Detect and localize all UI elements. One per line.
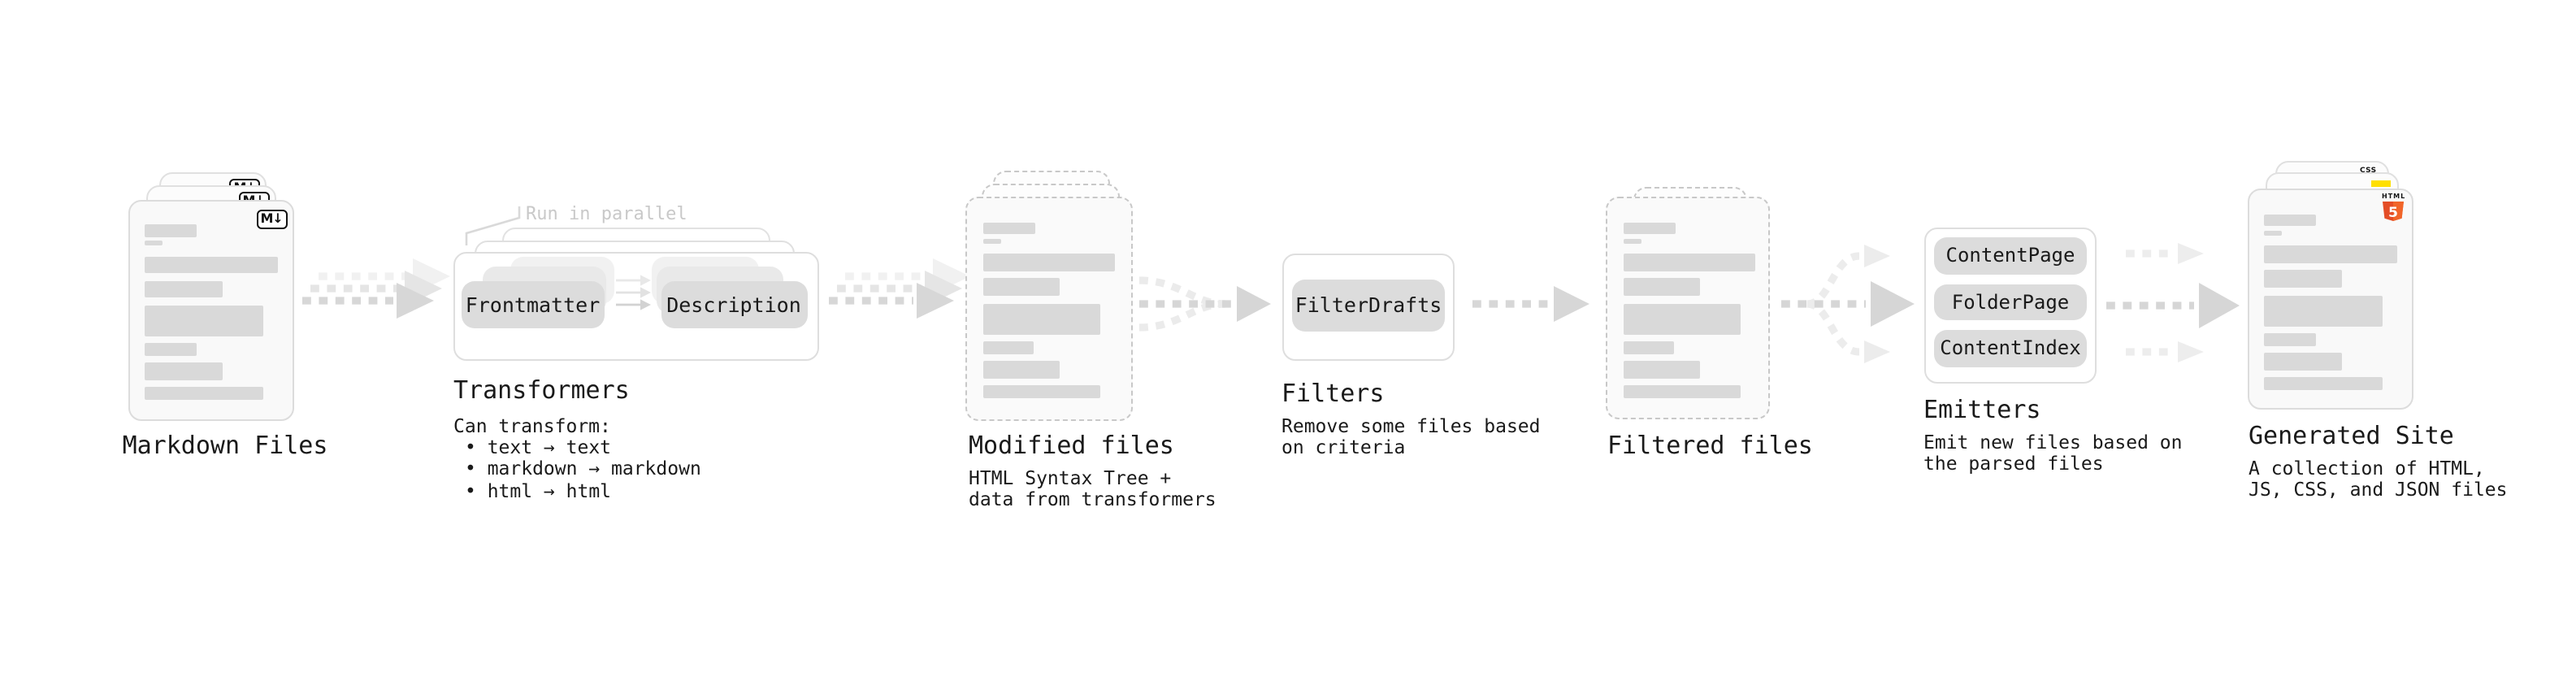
skeleton-line — [982, 254, 1115, 271]
document-skeleton — [967, 198, 1130, 419]
filtered-files-title: Filtered files — [1607, 430, 1813, 459]
skeleton-line — [1623, 278, 1700, 295]
description-box: Description — [661, 280, 807, 327]
file-card-front — [965, 197, 1132, 420]
skeleton-line — [2264, 230, 2282, 235]
filters-title: Filters — [1281, 378, 1385, 407]
text-line: JS, CSS, and JSON files — [2249, 478, 2508, 501]
flow-arrow-modified-to-filters — [1138, 276, 1271, 332]
skeleton-line — [982, 303, 1100, 334]
skeleton-line — [145, 224, 197, 236]
text-line: • html → html — [465, 479, 612, 502]
text-line: data from transformers — [969, 488, 1216, 511]
annotation-leader-line — [465, 206, 521, 245]
file-card-front: HTML 5 — [2247, 189, 2413, 409]
markdown-badge-icon: M↓ — [256, 209, 287, 228]
transformers-description: Can transform: • text → text • markdown … — [453, 414, 701, 502]
text-line: HTML Syntax Tree + — [969, 466, 1172, 489]
text-line: Remove some files based — [1281, 414, 1541, 437]
skeleton-line — [982, 238, 1000, 243]
document-skeleton — [1607, 198, 1768, 417]
filters-description: Remove some files based on criteria — [1281, 414, 1541, 460]
file-card-front: M↓ — [128, 199, 294, 421]
flow-arrow-markdown-to-transformers — [302, 258, 450, 319]
text-line: • markdown → markdown — [465, 457, 701, 480]
folderpage-box: FolderPage — [1934, 284, 2087, 320]
frontmatter-box: Frontmatter — [462, 280, 604, 327]
html5-badge-icon: HTML 5 — [2382, 192, 2406, 222]
skeleton-line — [145, 362, 222, 380]
css-badge-label: CSS — [2360, 167, 2377, 176]
document-skeleton — [2249, 190, 2412, 407]
skeleton-line — [145, 343, 196, 356]
generated-site-description: A collection of HTML, JS, CSS, and JSON … — [2249, 457, 2508, 502]
html5-shield-icon: 5 — [2383, 202, 2404, 222]
skeleton-line — [2264, 332, 2315, 345]
skeleton-line — [982, 222, 1034, 234]
skeleton-line — [2264, 245, 2396, 262]
flow-arrow-emitters-to-generated — [2106, 243, 2240, 362]
flow-arrow-transformers-to-modified — [829, 258, 970, 319]
skeleton-line — [1623, 384, 1741, 397]
skeleton-line — [1623, 340, 1674, 354]
run-in-parallel-annotation: Run in parallel — [526, 202, 687, 223]
markdown-files-title: Markdown Files — [122, 431, 328, 460]
modified-files-title: Modified files — [969, 431, 1174, 460]
text-line: • text → text — [465, 435, 612, 458]
skeleton-line — [2264, 376, 2382, 389]
contentindex-box: ContentIndex — [1934, 330, 2087, 367]
skeleton-line — [1623, 254, 1755, 271]
file-card-front — [1606, 197, 1770, 419]
emitters-description: Emit new files based on the parsed files — [1923, 431, 2183, 476]
flow-arrow-filters-to-filtered — [1472, 286, 1589, 322]
html5-badge-label: HTML — [2382, 192, 2406, 200]
text-line: the parsed files — [1923, 452, 2104, 475]
skeleton-line — [1623, 360, 1700, 378]
skeleton-line — [1623, 238, 1641, 243]
svg-text:5: 5 — [2388, 205, 2398, 221]
text-line: Emit new files based on — [1923, 431, 2183, 453]
skeleton-line — [145, 280, 222, 297]
document-skeleton — [129, 201, 293, 419]
text-line: A collection of HTML, — [2249, 457, 2485, 479]
parallel-arrows-icon — [616, 275, 651, 310]
skeleton-line — [982, 384, 1100, 397]
skeleton-line — [1623, 222, 1675, 234]
skeleton-line — [145, 241, 163, 245]
skeleton-line — [982, 340, 1034, 354]
skeleton-line — [145, 306, 262, 336]
modified-files-description: HTML Syntax Tree + data from transformer… — [969, 466, 1216, 512]
skeleton-line — [1623, 303, 1741, 334]
skeleton-line — [2264, 270, 2341, 287]
skeleton-line — [145, 387, 262, 400]
emitters-title: Emitters — [1923, 394, 2041, 423]
text-line: on criteria — [1281, 436, 1406, 459]
js-badge-icon — [2371, 180, 2391, 187]
skeleton-line — [2264, 214, 2316, 226]
skeleton-line — [2264, 352, 2341, 370]
filterdrafts-box: FilterDrafts — [1292, 279, 1445, 331]
contentpage-box: ContentPage — [1934, 237, 2087, 274]
text-line: Can transform: — [453, 414, 611, 436]
skeleton-line — [145, 256, 277, 273]
skeleton-line — [982, 278, 1060, 295]
transformers-title: Transformers — [453, 375, 630, 405]
skeleton-line — [2264, 295, 2382, 326]
generated-site-title: Generated Site — [2249, 420, 2454, 449]
skeleton-line — [982, 360, 1060, 378]
flow-arrow-filtered-to-emitters — [1781, 245, 1915, 363]
